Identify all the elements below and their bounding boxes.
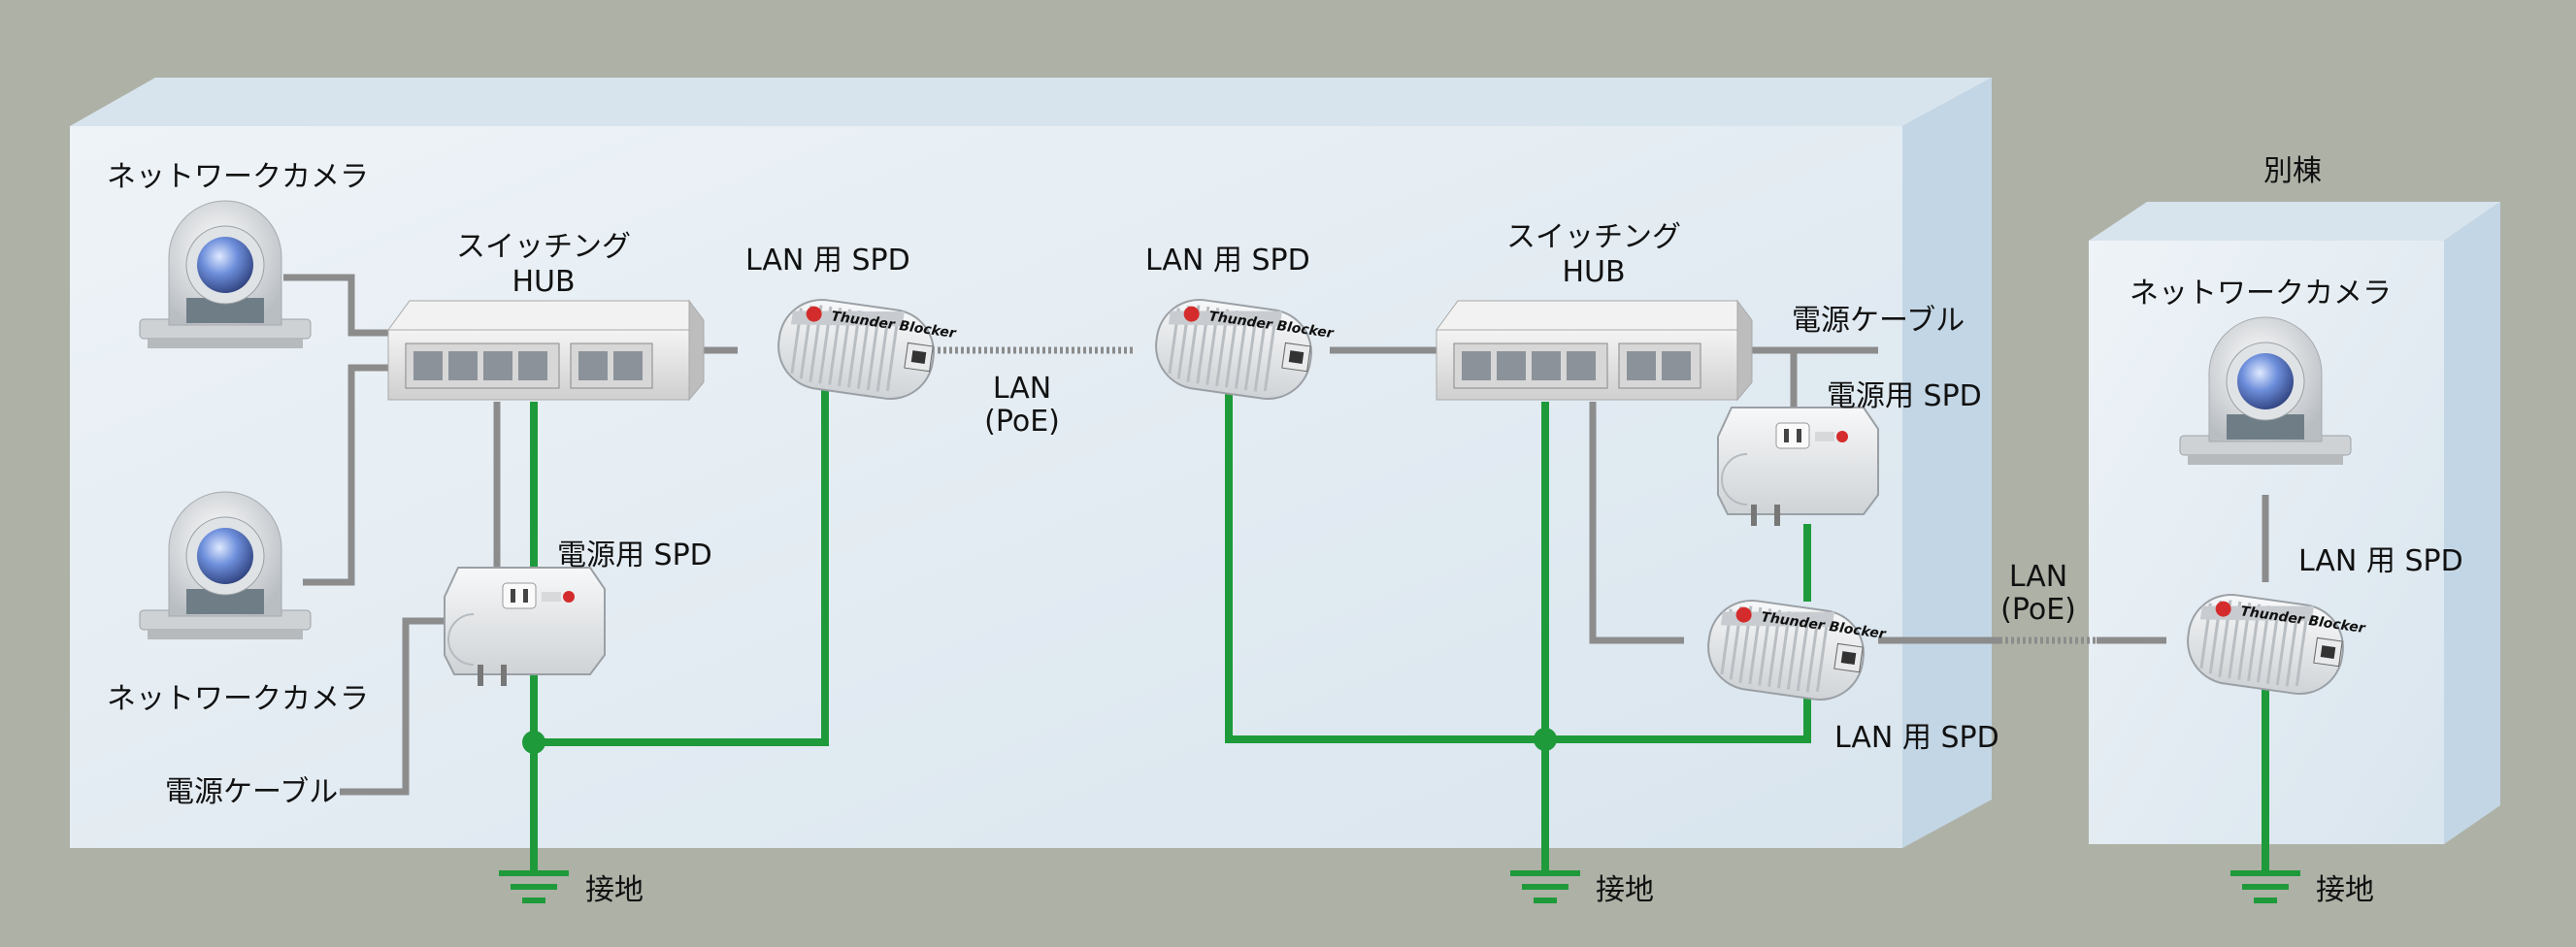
ground-symbol-icon [1510, 873, 1580, 900]
label-power-cable-right: 電源ケーブル [1792, 304, 1965, 338]
label-separate-building: 別棟 [2263, 154, 2322, 188]
power-spd-icon [444, 567, 606, 687]
label-ground-1: 接地 [585, 873, 644, 907]
label-network-camera-top: ネットワークカメラ [107, 160, 369, 194]
label-power-spd-1: 電源用 SPD [557, 539, 712, 572]
poe-dotted-cables [932, 346, 2097, 644]
ground-junction-center [1534, 728, 1557, 751]
diagram-labels: ネットワークカメラ ネットワークカメラ ネットワークカメラ スイッチング HUB… [107, 154, 2463, 907]
label-lan-poe-center-line1: LAN [993, 372, 1051, 406]
label-ground-2: 接地 [1596, 873, 1654, 907]
label-lan-spd-annex: LAN 用 SPD [2298, 544, 2463, 578]
ground-symbol-icon [2230, 873, 2300, 900]
camera2-cable [303, 364, 388, 586]
main-building [70, 78, 1992, 848]
label-lan-spd-3: LAN 用 SPD [1834, 721, 1999, 755]
label-switching-hub-2-line1: スイッチング [1506, 220, 1681, 254]
ground-junction-left [522, 731, 545, 754]
label-switching-hub-1-line1: スイッチング [456, 230, 631, 264]
label-lan-poe-center-line2: (PoE) [984, 405, 1060, 439]
label-switching-hub-2-line2: HUB [1562, 255, 1625, 289]
ground-symbol-icon [499, 873, 569, 900]
label-network-camera-annex: ネットワークカメラ [2130, 277, 2392, 310]
label-network-camera-bottom: ネットワークカメラ [107, 682, 369, 716]
lan-cables [283, 274, 2269, 796]
label-lan-spd-2: LAN 用 SPD [1145, 244, 1310, 278]
center-ground-loop [1225, 383, 1811, 743]
hub2-lanspd-cable [1589, 402, 1684, 644]
label-switching-hub-1-line2: HUB [512, 265, 575, 299]
main-building-front [70, 126, 1902, 848]
label-ground-3: 接地 [2316, 873, 2374, 907]
switching-hub-icon [387, 300, 705, 401]
power-spd-icon [1717, 407, 1879, 527]
label-power-cable-left: 電源ケーブル [165, 775, 338, 809]
main-building-side [1902, 78, 1992, 848]
label-lan-poe-right-line2: (PoE) [2000, 593, 2076, 627]
switching-hub-icon [1436, 300, 1753, 401]
annex-building-side [2444, 202, 2500, 844]
label-lan-poe-right-line1: LAN [2009, 560, 2067, 594]
label-power-spd-2: 電源用 SPD [1827, 379, 1982, 413]
power-cable-left [340, 617, 445, 796]
main-building-top [70, 78, 1992, 126]
spd1-ground-wire [534, 383, 829, 746]
camera1-cable [283, 274, 388, 337]
label-lan-spd-1: LAN 用 SPD [745, 244, 910, 278]
annex-building-top [2089, 202, 2500, 241]
